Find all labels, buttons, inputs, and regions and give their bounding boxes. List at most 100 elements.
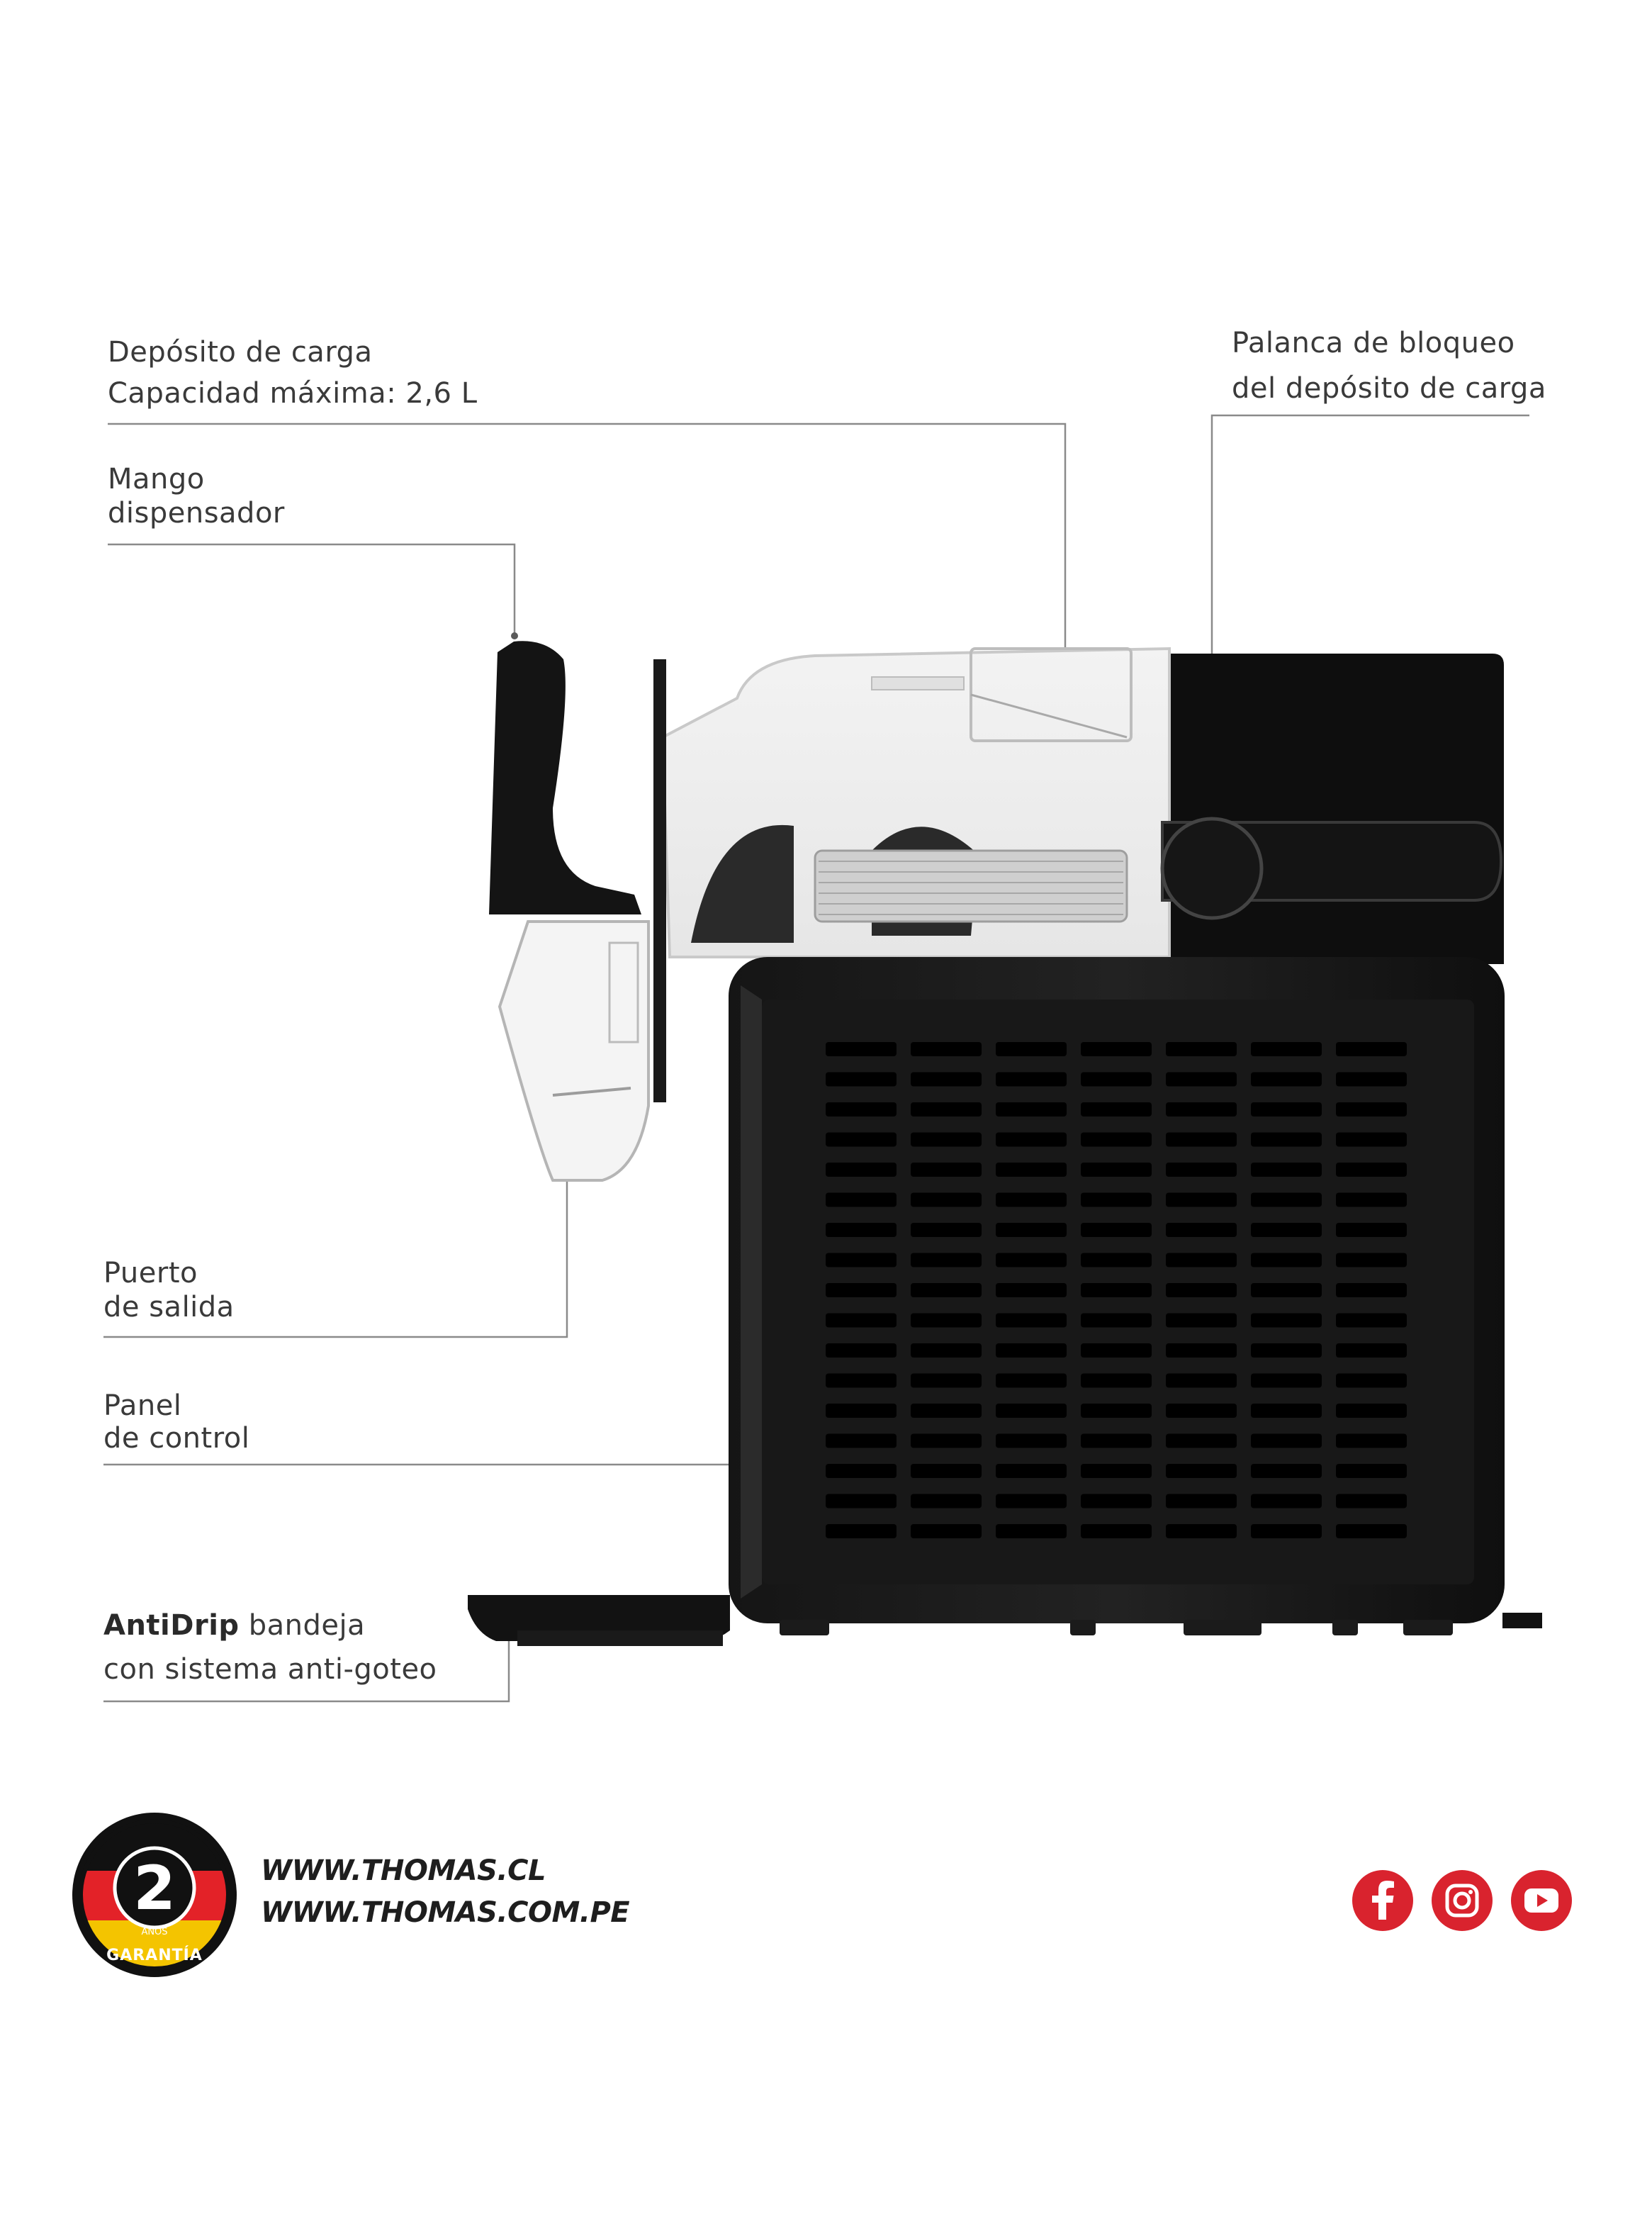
vent-slot <box>1251 1433 1322 1448</box>
vent-slot <box>1081 1313 1152 1328</box>
vent-slot <box>826 1163 897 1177</box>
vent-slot <box>1081 1192 1152 1207</box>
website-link-pe[interactable]: WWW.THOMAS.COM.PE <box>261 1896 630 1929</box>
vent-slot <box>826 1404 897 1418</box>
vent-slot <box>996 1042 1067 1056</box>
callout-deposito-line2: Capacidad máxima: 2,6 L <box>108 377 478 410</box>
warranty-badge: 2 AÑOS GARANTÍA <box>72 1813 237 1977</box>
callout-panel-line1: Panel <box>103 1389 182 1422</box>
vent-slot <box>996 1192 1067 1207</box>
youtube-button[interactable] <box>1511 1870 1572 1931</box>
vent-slot <box>1336 1464 1407 1478</box>
vent-slot <box>1251 1072 1322 1087</box>
vent-slot <box>996 1132 1067 1147</box>
vent-slot <box>911 1494 982 1509</box>
vent-slot <box>826 1042 897 1056</box>
warranty-text: GARANTÍA <box>106 1946 203 1964</box>
vent-slot <box>1166 1524 1237 1538</box>
vent-slot <box>1166 1072 1237 1087</box>
callout-palanca-line2: del depósito de carga <box>1232 372 1546 405</box>
vent-slot <box>1336 1343 1407 1358</box>
vent-slot <box>996 1524 1067 1538</box>
vent-slot <box>911 1373 982 1388</box>
vent-slot <box>1081 1072 1152 1087</box>
instagram-button[interactable] <box>1432 1870 1493 1931</box>
vent-slot <box>996 1223 1067 1237</box>
vent-slot <box>1081 1163 1152 1177</box>
vent-slot <box>1251 1524 1322 1538</box>
vent-slot <box>1336 1433 1407 1448</box>
vent-slot <box>1251 1192 1322 1207</box>
vent-slot <box>826 1072 897 1087</box>
facebook-icon <box>1372 1881 1394 1920</box>
website-link-cl[interactable]: WWW.THOMAS.CL <box>261 1854 546 1887</box>
callout-puerto: Puerto de salida <box>103 1256 235 1324</box>
callout-puerto-line1: Puerto <box>103 1257 198 1289</box>
vent-slot <box>911 1223 982 1237</box>
vent-slot <box>911 1283 982 1297</box>
vent-slot <box>826 1343 897 1358</box>
callout-panel-line2: de control <box>103 1422 250 1455</box>
vent-slot <box>826 1253 897 1267</box>
vent-slot <box>1081 1494 1152 1509</box>
callout-mango-line2: dispensador <box>108 497 285 530</box>
vent-slot <box>911 1042 982 1056</box>
vent-slot <box>1251 1464 1322 1478</box>
vent-slot <box>911 1464 982 1478</box>
vent-slot <box>1081 1373 1152 1388</box>
vent-slot <box>826 1223 897 1237</box>
vent-slot <box>1166 1102 1237 1116</box>
vent-slot <box>996 1373 1067 1388</box>
vent-slot <box>1251 1494 1322 1509</box>
vent-slot <box>826 1373 897 1388</box>
vent-slot <box>1166 1343 1237 1358</box>
vent-slot <box>1166 1433 1237 1448</box>
vent-slot <box>911 1524 982 1538</box>
vent-slot <box>996 1163 1067 1177</box>
vent-slot <box>1166 1313 1237 1328</box>
antidrip-rest: bandeja <box>239 1609 366 1642</box>
vent-slot <box>1251 1042 1322 1056</box>
vent-slot <box>1336 1373 1407 1388</box>
vent-slot <box>1336 1223 1407 1237</box>
callout-palanca: Palanca de bloqueo del depósito de carga <box>1232 320 1546 411</box>
vent-slot <box>996 1253 1067 1267</box>
vent-slot <box>996 1313 1067 1328</box>
vent-slot <box>1166 1192 1237 1207</box>
vent-slot <box>1081 1132 1152 1147</box>
vent-slot <box>1336 1494 1407 1509</box>
vent-slot <box>1081 1102 1152 1116</box>
vent-slot <box>1251 1223 1322 1237</box>
antidrip-brand: AntiDrip <box>103 1609 240 1642</box>
vent-slot <box>1251 1102 1322 1116</box>
vent-slot <box>826 1524 897 1538</box>
vent-slot <box>911 1072 982 1087</box>
vent-slot <box>1081 1283 1152 1297</box>
vent-slot <box>1251 1373 1322 1388</box>
callout-antidrip-line2: con sistema anti-goteo <box>103 1653 437 1686</box>
vent-slot <box>826 1132 897 1147</box>
vent-slot <box>1336 1163 1407 1177</box>
vent-slot <box>1166 1132 1237 1147</box>
callout-puerto-line2: de salida <box>103 1291 235 1323</box>
vent-slot <box>1251 1132 1322 1147</box>
vent-slot <box>996 1072 1067 1087</box>
vent-slot <box>1336 1404 1407 1418</box>
vent-slot <box>826 1313 897 1328</box>
vent-slot <box>826 1102 897 1116</box>
vent-slot <box>1336 1042 1407 1056</box>
youtube-icon <box>1524 1888 1558 1913</box>
vent-slot <box>1081 1042 1152 1056</box>
vent-slot <box>1251 1283 1322 1297</box>
facebook-button[interactable] <box>1352 1870 1413 1931</box>
callout-deposito-line1: Depósito de carga <box>108 336 373 369</box>
vent-slot <box>911 1404 982 1418</box>
vent-slot <box>1166 1042 1237 1056</box>
vent-slot <box>911 1192 982 1207</box>
vent-slot <box>1081 1404 1152 1418</box>
vent-slot <box>1251 1313 1322 1328</box>
vent-slot <box>1251 1404 1322 1418</box>
vent-slot <box>911 1253 982 1267</box>
vent-slot <box>1081 1223 1152 1237</box>
vent-slot <box>1081 1464 1152 1478</box>
